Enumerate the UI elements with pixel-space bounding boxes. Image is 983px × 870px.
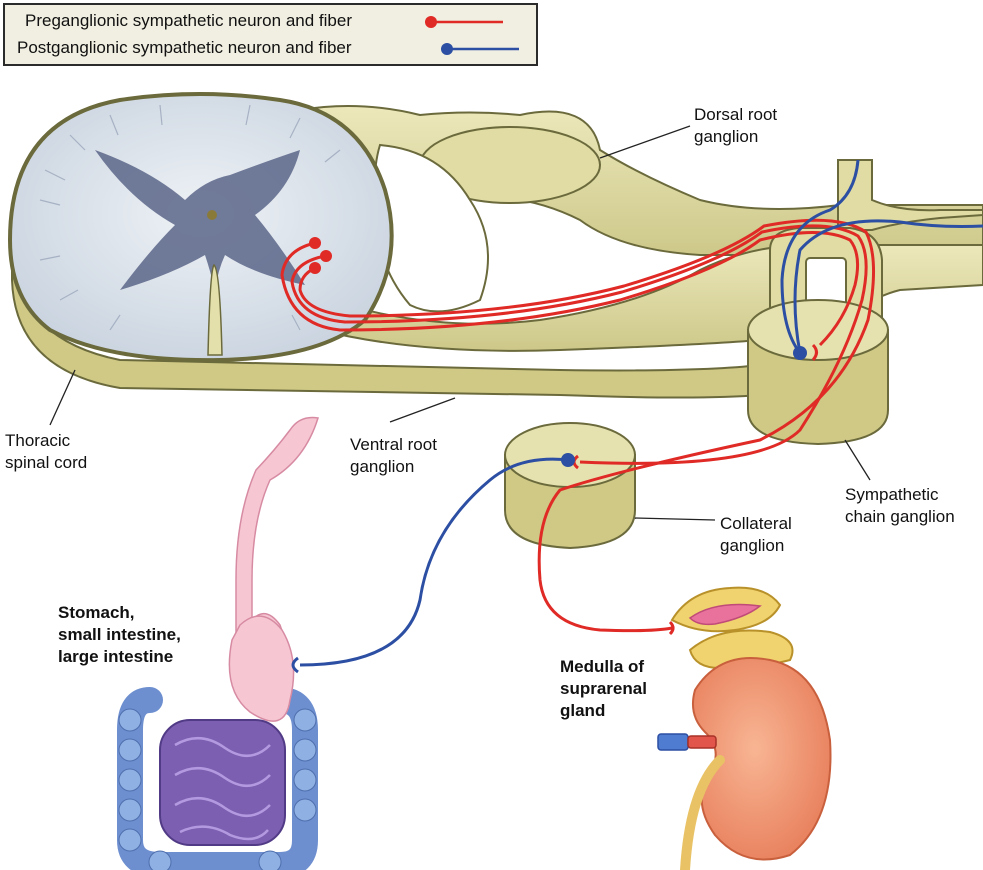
label-sympathetic-chain-ganglion: Sympathetic chain ganglion — [845, 484, 955, 528]
label-digestive-organs: Stomach, small intestine, large intestin… — [58, 602, 181, 668]
label-adrenal-medulla: Medulla of suprarenal gland — [560, 656, 647, 722]
label-dorsal-root-ganglion: Dorsal root ganglion — [694, 104, 777, 148]
renal-vein — [658, 734, 688, 750]
label-ventral-root-ganglion: Ventral root ganglion — [350, 434, 437, 478]
synapse-gut-ending — [293, 658, 298, 672]
legend: Preganglionic sympathetic neuron and fib… — [3, 3, 538, 66]
legend-preganglionic-label: Preganglionic sympathetic neuron and fib… — [25, 11, 352, 31]
renal-artery — [688, 736, 716, 748]
label-collateral-ganglion: Collateral ganglion — [720, 513, 792, 557]
rami-window — [806, 258, 846, 306]
small-intestine — [160, 720, 285, 845]
legend-postganglionic-label: Postganglionic sympathetic neuron and fi… — [17, 38, 352, 58]
legend-preganglionic-key — [423, 15, 505, 29]
central-canal — [207, 210, 217, 220]
kidney-adrenal — [658, 588, 831, 870]
label-thoracic-spinal-cord: Thoracic spinal cord — [5, 430, 87, 474]
kidney — [693, 658, 831, 860]
legend-postganglionic-key — [439, 42, 521, 56]
